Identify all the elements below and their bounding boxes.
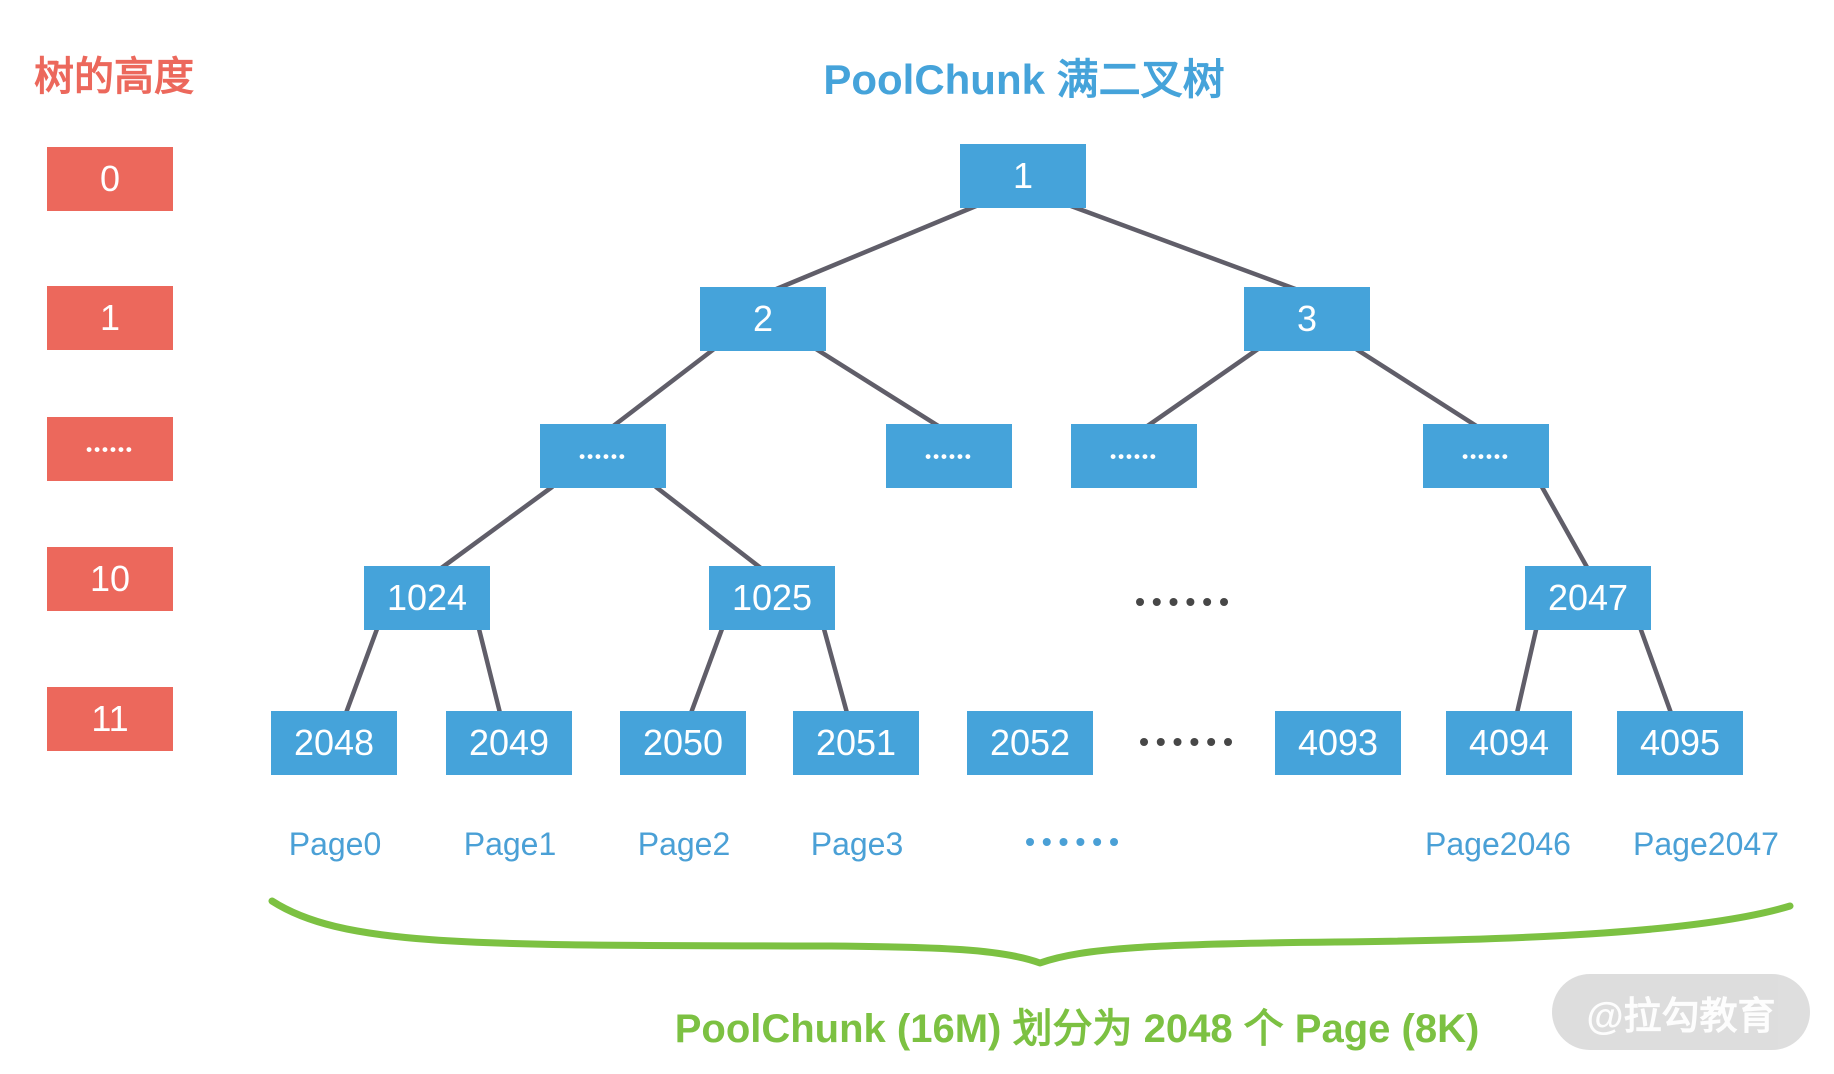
- brace-curve: [268, 897, 1794, 967]
- caption-text: PoolChunk (16M) 划分为 2048 个 Page (8K): [674, 1007, 1480, 1051]
- tree-node-4093: 4093: [1275, 711, 1401, 775]
- tree-node-2: 2: [700, 287, 826, 351]
- edge-2-left: [609, 346, 717, 430]
- leaf-row-ellipsis-dots: ••••••: [1139, 726, 1240, 757]
- edge-3-right: [1353, 346, 1481, 430]
- page-title: PoolChunk 满二叉树: [823, 56, 1225, 103]
- tree-node-2049: 2049: [446, 711, 572, 775]
- tree-node-ellipsis-1: ••••••: [540, 424, 666, 488]
- tree-node-2048: 2048: [271, 711, 397, 775]
- tree-node-2052: 2052: [967, 711, 1093, 775]
- tree-node-1: 1: [960, 144, 1086, 208]
- level-box-10: 10: [47, 547, 173, 611]
- page-label-2046: Page2046: [1425, 826, 1571, 862]
- edge-1025-2051: [821, 626, 850, 716]
- edge-3-left: [1143, 346, 1261, 430]
- tree-node-4095: 4095: [1617, 711, 1743, 775]
- tree-node-2047: 2047: [1525, 566, 1651, 630]
- tree-node-1025: 1025: [709, 566, 835, 630]
- watermark-badge: @拉勾教育: [1552, 974, 1810, 1050]
- page-label-2047: Page2047: [1633, 826, 1779, 862]
- edge-2-right: [813, 346, 943, 430]
- mid-row-ellipsis-dots: ••••••: [1135, 586, 1236, 617]
- page-label-3: Page3: [810, 826, 904, 862]
- tree-node-ellipsis-3: ••••••: [1071, 424, 1197, 488]
- edge-1024-2048: [343, 626, 380, 716]
- tree-node-1024: 1024: [364, 566, 490, 630]
- level-box-0: 0: [47, 147, 173, 211]
- edge-1024-2049: [476, 626, 503, 716]
- tree-node-ellipsis-4: ••••••: [1423, 424, 1549, 488]
- edge-to-1024: [437, 484, 555, 572]
- edge-2047-4094: [1514, 627, 1539, 716]
- level-box-11: 11: [47, 687, 173, 751]
- tree-node-ellipsis-2: ••••••: [886, 424, 1012, 488]
- page-row-ellipsis-dots: ••••••: [1025, 826, 1126, 857]
- tree-node-4094: 4094: [1446, 711, 1572, 775]
- tree-node-3: 3: [1244, 287, 1370, 351]
- page-label-0: Page0: [288, 826, 382, 862]
- edge-2047-4095: [1638, 627, 1674, 716]
- edge-1-3: [1068, 203, 1301, 293]
- page-label-2: Page2: [637, 826, 731, 862]
- level-box-1: 1: [47, 286, 173, 350]
- watermark-text: @拉勾教育: [1586, 995, 1776, 1038]
- edge-1-2: [771, 203, 979, 293]
- edge-1025-2050: [688, 626, 725, 716]
- page-label-1: Page1: [463, 826, 557, 862]
- tree-node-2051: 2051: [793, 711, 919, 775]
- tree-node-2050: 2050: [620, 711, 746, 775]
- edge-to-1025: [653, 484, 765, 572]
- edge-to-2047: [1539, 484, 1591, 572]
- level-box-ellipsis: ••••••: [47, 417, 173, 481]
- tree-height-heading: 树的高度: [34, 55, 194, 99]
